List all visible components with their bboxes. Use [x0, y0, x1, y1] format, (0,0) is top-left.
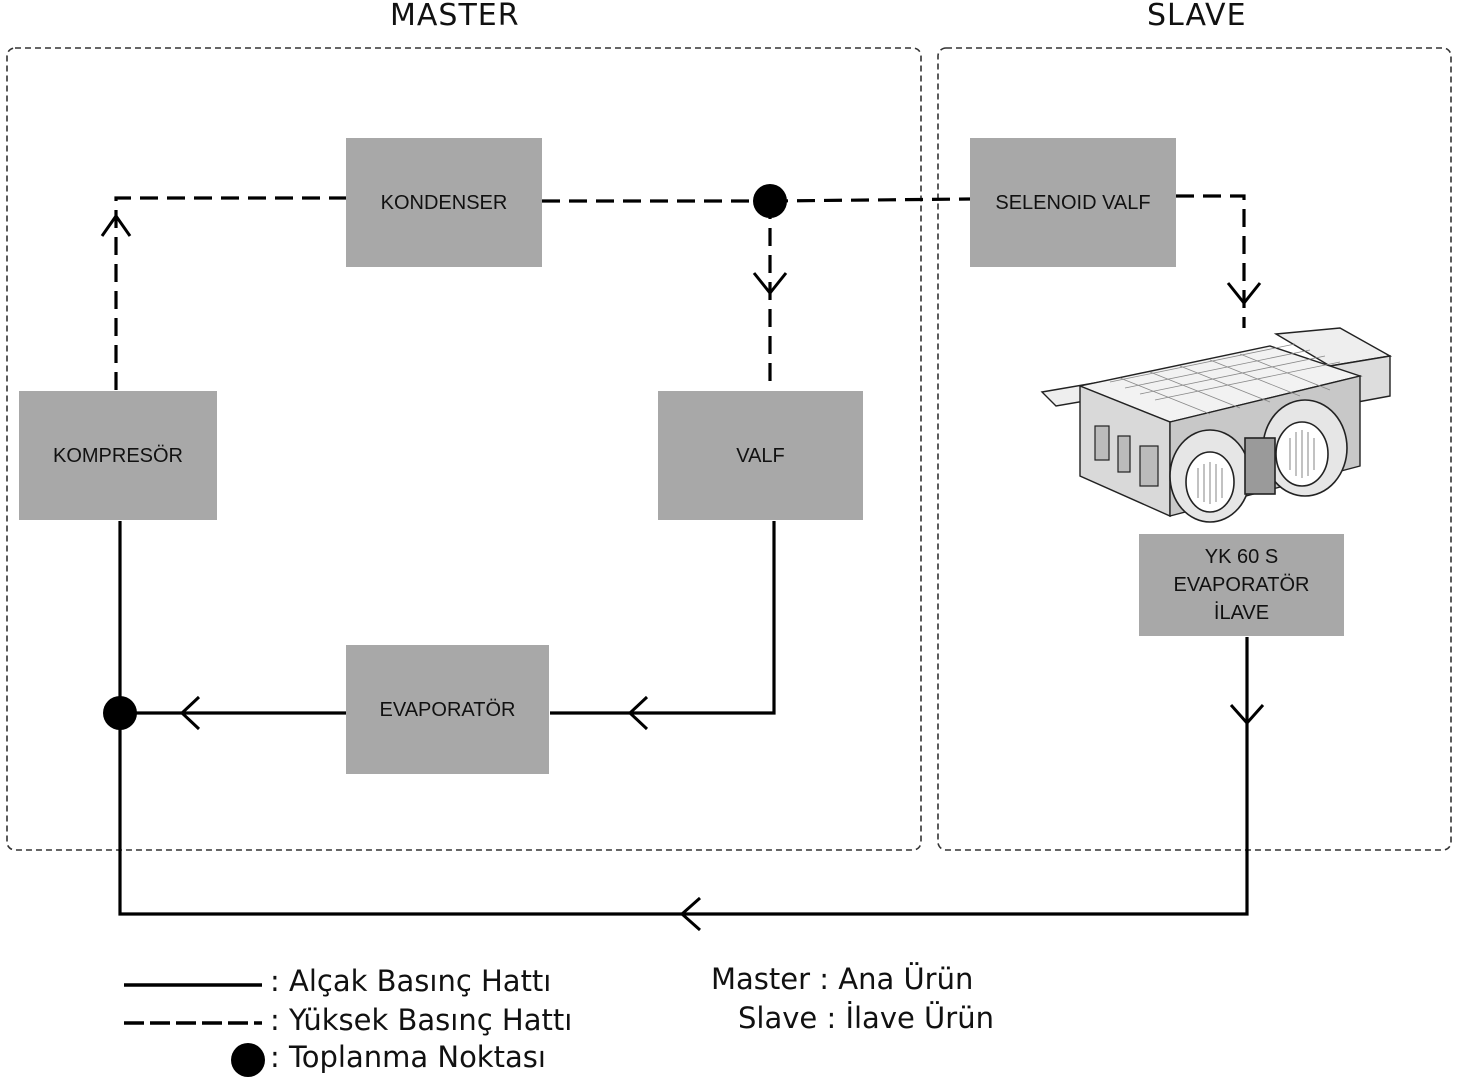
legend-master-definition: Master : Ana Ürün — [711, 962, 974, 996]
yk60s-box: YK 60 S EVAPORATÖR İLAVE — [1139, 534, 1344, 636]
valf-label: VALF — [736, 444, 785, 467]
yk60s-label-line2: EVAPORATÖR — [1173, 574, 1310, 596]
selenoid-valf-box: SELENOID VALF — [970, 138, 1176, 267]
yk60s-label-line1: YK 60 S — [1204, 546, 1279, 568]
yk60s-label-line3: İLAVE — [1213, 602, 1270, 624]
evaporator-box: EVAPORATÖR — [346, 645, 549, 774]
master-title: MASTER — [390, 0, 520, 33]
evaporator-label: EVAPORATÖR — [379, 698, 516, 721]
line-selenoid-to-evap — [1176, 194, 1246, 328]
arrow-up-icon — [100, 213, 132, 237]
line-return-loop — [118, 637, 1249, 916]
arrow-left-icon — [179, 695, 201, 731]
arrow-down-icon — [1229, 704, 1265, 726]
legend-slave-definition: Slave : İlave Ürün — [738, 1001, 994, 1035]
line-valf-to-evaporator — [550, 521, 776, 715]
collection-point-bottom — [103, 696, 137, 730]
line-kompresor-to-kondenser — [114, 196, 346, 390]
legend-collection-point: : Toplanma Noktası — [270, 1040, 546, 1074]
legend-high-pressure: : Yüksek Basınç Hattı — [270, 1003, 573, 1037]
selenoid-valf-label: SELENOID VALF — [995, 191, 1151, 214]
line-node-to-selenoid — [769, 197, 971, 203]
arrow-left-icon — [627, 695, 649, 731]
kondenser-box: KONDENSER — [346, 138, 542, 267]
kompresor-label: KOMPRESÖR — [52, 444, 184, 467]
master-region-frame — [6, 47, 922, 851]
collection-point-top — [753, 184, 787, 218]
kondenser-label: KONDENSER — [380, 191, 508, 214]
kompresor-box: KOMPRESÖR — [19, 391, 217, 520]
legend-low-pressure: : Alçak Basınç Hattı — [270, 964, 552, 998]
legend-node — [231, 1043, 265, 1077]
arrow-down-icon — [752, 272, 788, 296]
arrow-down-icon — [1226, 282, 1262, 306]
arrow-left-icon — [679, 896, 701, 932]
evaporator-unit-image — [1040, 327, 1393, 523]
slave-region-frame — [937, 47, 1452, 851]
valf-box: VALF — [658, 391, 863, 520]
slave-title: SLAVE — [1147, 0, 1247, 33]
